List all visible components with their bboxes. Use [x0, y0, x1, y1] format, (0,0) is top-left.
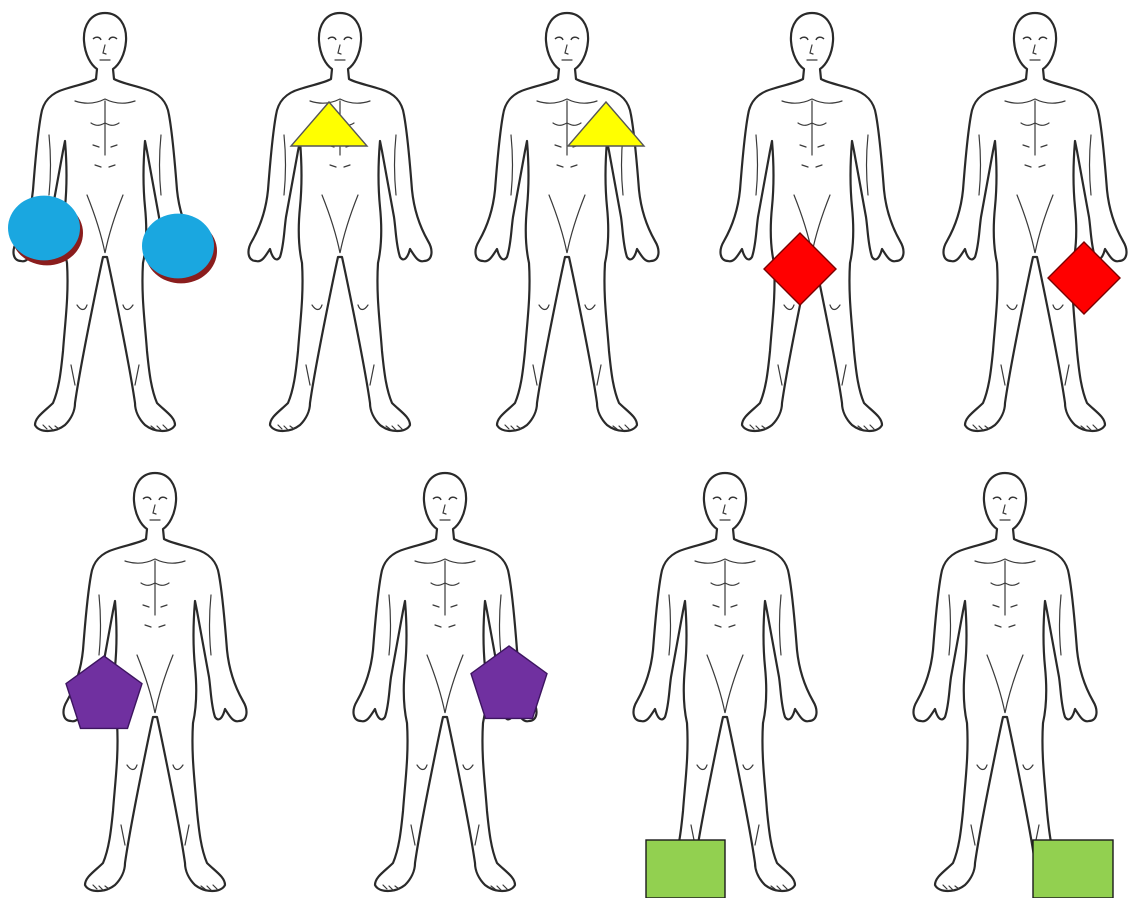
figure-4 [721, 13, 904, 431]
figure-9 [914, 473, 1097, 891]
figure-2 [249, 13, 432, 431]
circle-marker-left-hand [142, 214, 217, 284]
square-marker-right-foot [646, 840, 725, 898]
figure-8 [634, 473, 817, 891]
figure-5 [944, 13, 1127, 431]
figure-3 [476, 13, 659, 431]
square-marker-left-foot [1033, 840, 1113, 898]
circle-marker-face [8, 196, 80, 261]
circle-marker-face [142, 214, 214, 279]
